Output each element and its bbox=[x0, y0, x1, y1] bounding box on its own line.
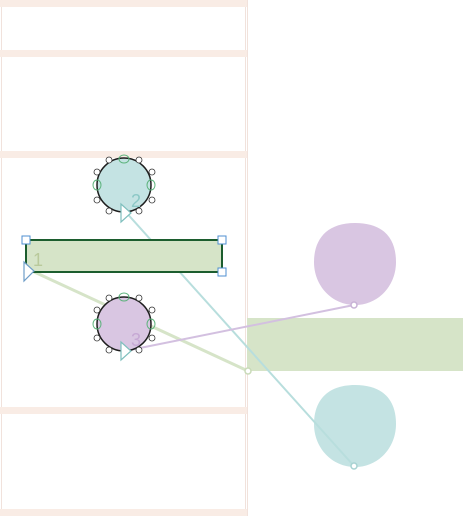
resize-handle[interactable] bbox=[135, 294, 143, 302]
resize-handle[interactable] bbox=[105, 207, 113, 215]
resize-handle[interactable] bbox=[21, 235, 31, 245]
connector-endpoint[interactable] bbox=[350, 462, 358, 470]
preview-purple-blob[interactable] bbox=[314, 223, 396, 305]
panel-divider bbox=[0, 0, 247, 7]
resize-handle[interactable] bbox=[217, 235, 227, 245]
panel-section-1[interactable] bbox=[1, 7, 246, 50]
resize-handle[interactable] bbox=[93, 196, 101, 204]
connector-endpoint[interactable] bbox=[244, 367, 252, 375]
resize-handle[interactable] bbox=[217, 267, 227, 277]
anchor-handle[interactable] bbox=[118, 154, 130, 164]
connector-node3[interactable] bbox=[129, 304, 355, 351]
anchor-handle[interactable] bbox=[92, 318, 102, 330]
port-arrow-icon[interactable] bbox=[120, 340, 132, 362]
resize-handle[interactable] bbox=[93, 306, 101, 314]
resize-handle[interactable] bbox=[135, 207, 143, 215]
panel-divider bbox=[0, 407, 247, 414]
resize-handle[interactable] bbox=[105, 156, 113, 164]
resize-handle[interactable] bbox=[148, 334, 156, 342]
resize-handle[interactable] bbox=[135, 156, 143, 164]
node-1[interactable]: 1 bbox=[21, 235, 227, 283]
anchor-handle[interactable] bbox=[92, 179, 102, 191]
preview-teal-blob[interactable] bbox=[314, 385, 396, 467]
panel-divider bbox=[0, 50, 247, 57]
anchor-handle[interactable] bbox=[146, 318, 156, 330]
resize-handle[interactable] bbox=[105, 294, 113, 302]
panel-section-2[interactable] bbox=[1, 57, 246, 151]
panel-divider bbox=[0, 509, 247, 516]
panel-divider bbox=[0, 151, 247, 158]
node-label: 1 bbox=[33, 250, 43, 270]
port-arrow-icon[interactable] bbox=[120, 202, 132, 224]
node-label: 2 bbox=[131, 191, 141, 211]
resize-handle[interactable] bbox=[148, 306, 156, 314]
node-label: 3 bbox=[131, 330, 141, 350]
resize-handle[interactable] bbox=[148, 168, 156, 176]
resize-handle[interactable] bbox=[93, 168, 101, 176]
node-2[interactable]: 2 bbox=[92, 154, 156, 224]
node-3[interactable]: 3 bbox=[92, 292, 156, 362]
panel-section-3[interactable] bbox=[1, 158, 246, 407]
resize-handle[interactable] bbox=[93, 334, 101, 342]
anchor-handle[interactable] bbox=[146, 179, 156, 191]
resize-handle[interactable] bbox=[148, 196, 156, 204]
anchor-handle[interactable] bbox=[118, 292, 130, 302]
preview-green-bar[interactable] bbox=[247, 318, 463, 371]
resize-handle[interactable] bbox=[135, 346, 143, 354]
port-arrow-icon[interactable] bbox=[23, 260, 35, 283]
resize-handle[interactable] bbox=[105, 346, 113, 354]
panel-section-4[interactable] bbox=[1, 414, 246, 509]
connector-endpoint[interactable] bbox=[350, 301, 358, 309]
